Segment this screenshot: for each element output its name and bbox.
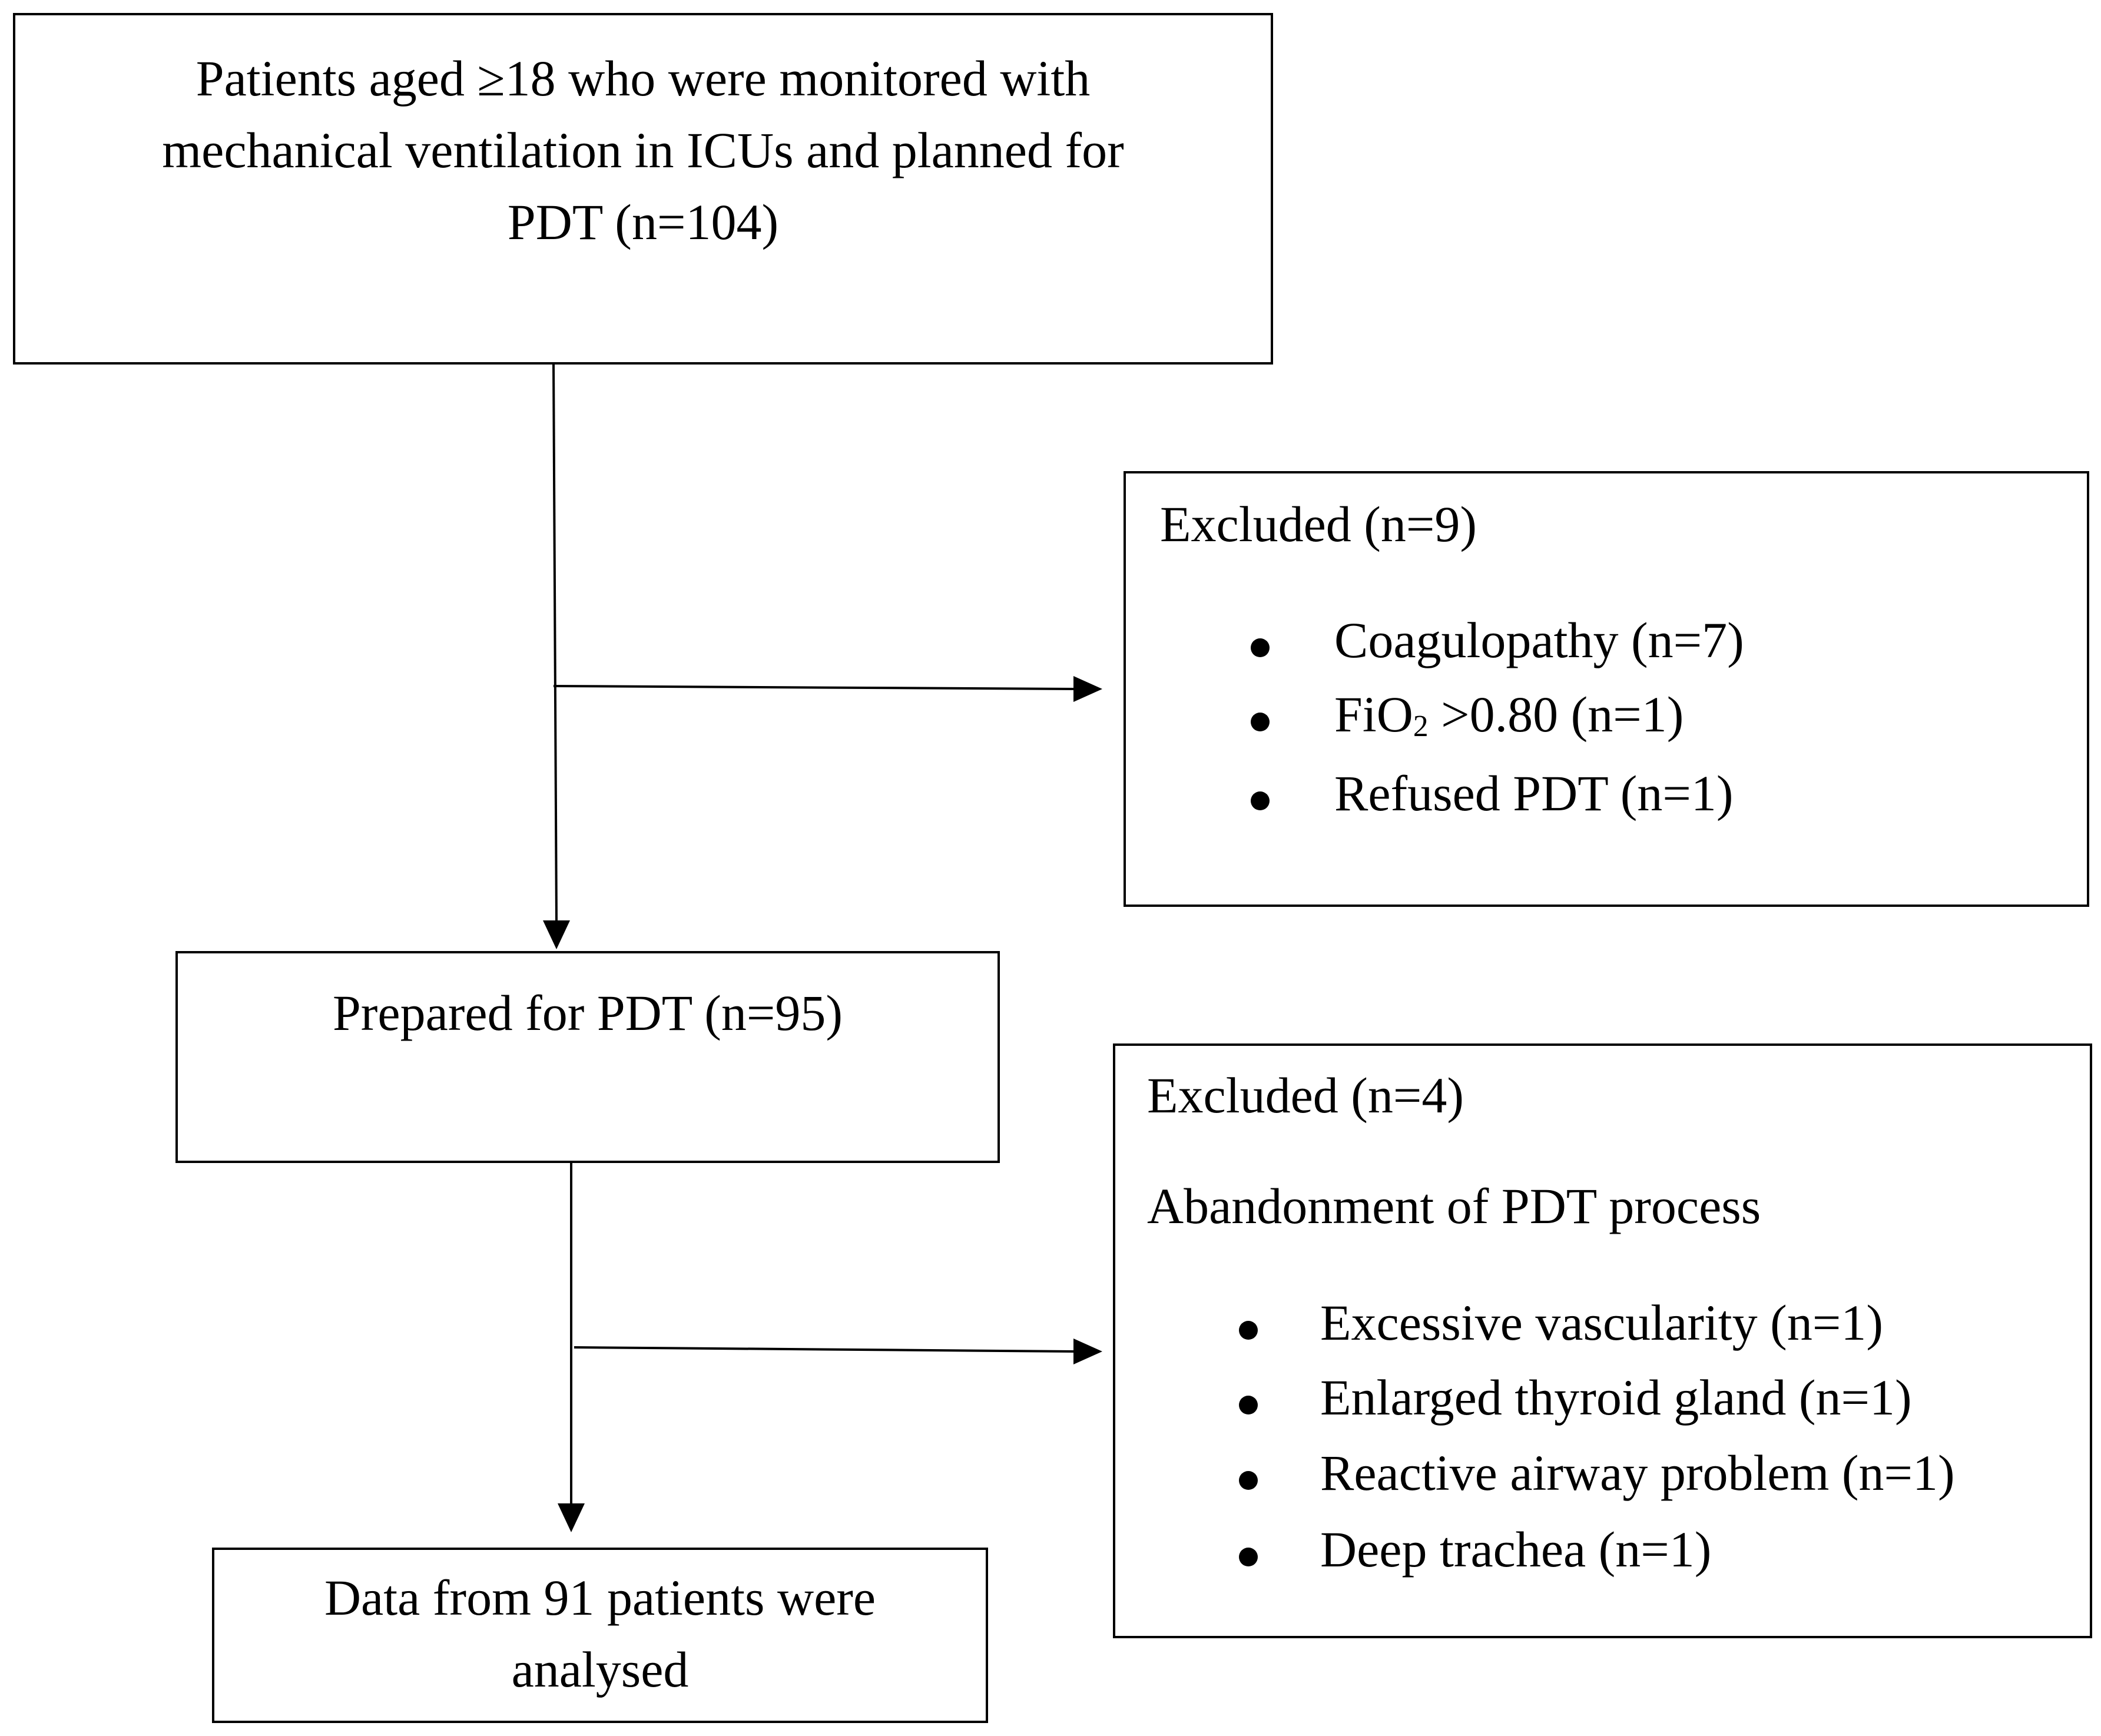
- analysed-line-1: Data from 91 patients were: [324, 1569, 876, 1626]
- excluded-second-subheading: Abandonment of PDT process: [1147, 1178, 1761, 1234]
- connector-to-excluded-1: [553, 685, 1075, 690]
- bullet-icon: [1251, 713, 1270, 731]
- bullet-icon: [1239, 1471, 1258, 1490]
- arrowhead-to-prepared: [543, 920, 570, 949]
- bullet-icon: [1251, 791, 1270, 810]
- bullet-icon: [1239, 1321, 1258, 1340]
- box-excluded-first: Excluded (n=9) Coagulopathy (n=7) FiO2 >…: [1124, 471, 2089, 907]
- connector-top-to-prepared: [552, 363, 558, 922]
- arrowhead-to-excluded-2: [1073, 1339, 1102, 1364]
- excluded-first-item-coagulopathy: Coagulopathy (n=7): [1334, 612, 1744, 668]
- excluded-second-item-vascularity: Excessive vascularity (n=1): [1320, 1294, 1883, 1351]
- excluded-second-item-airway: Reactive airway problem (n=1): [1320, 1445, 1955, 1501]
- excluded-second-heading: Excluded (n=4): [1147, 1067, 1464, 1124]
- excluded-first-heading: Excluded (n=9): [1160, 496, 1477, 552]
- excluded-first-item-refused: Refused PDT (n=1): [1334, 765, 1734, 821]
- arrowhead-to-excluded-1: [1073, 676, 1102, 702]
- box-prepared: Prepared for PDT (n=95): [175, 951, 1000, 1163]
- excluded-first-item-fio2: FiO2 >0.80 (n=1): [1334, 686, 1684, 743]
- bullet-icon: [1251, 638, 1270, 657]
- prepared-label: Prepared for PDT (n=95): [332, 985, 843, 1041]
- eligible-patients-line-2: mechanical ventilation in ICUs and plann…: [162, 122, 1124, 178]
- box-excluded-second: Excluded (n=4) Abandonment of PDT proces…: [1113, 1043, 2092, 1638]
- box-eligible-patients: Patients aged ≥18 who were monitored wit…: [13, 13, 1273, 365]
- bullet-icon: [1239, 1548, 1258, 1566]
- analysed-line-2: analysed: [511, 1641, 689, 1698]
- excluded-second-item-trachea: Deep trachea (n=1): [1320, 1521, 1712, 1578]
- eligible-patients-line-1: Patients aged ≥18 who were monitored wit…: [195, 50, 1091, 107]
- excluded-second-item-thyroid: Enlarged thyroid gland (n=1): [1320, 1369, 1912, 1426]
- arrowhead-to-final: [558, 1503, 585, 1532]
- connector-to-excluded-2: [574, 1346, 1075, 1353]
- eligible-patients-line-3: PDT (n=104): [507, 194, 779, 250]
- box-analysed: Data from 91 patients were analysed: [212, 1548, 988, 1723]
- bullet-icon: [1239, 1396, 1258, 1414]
